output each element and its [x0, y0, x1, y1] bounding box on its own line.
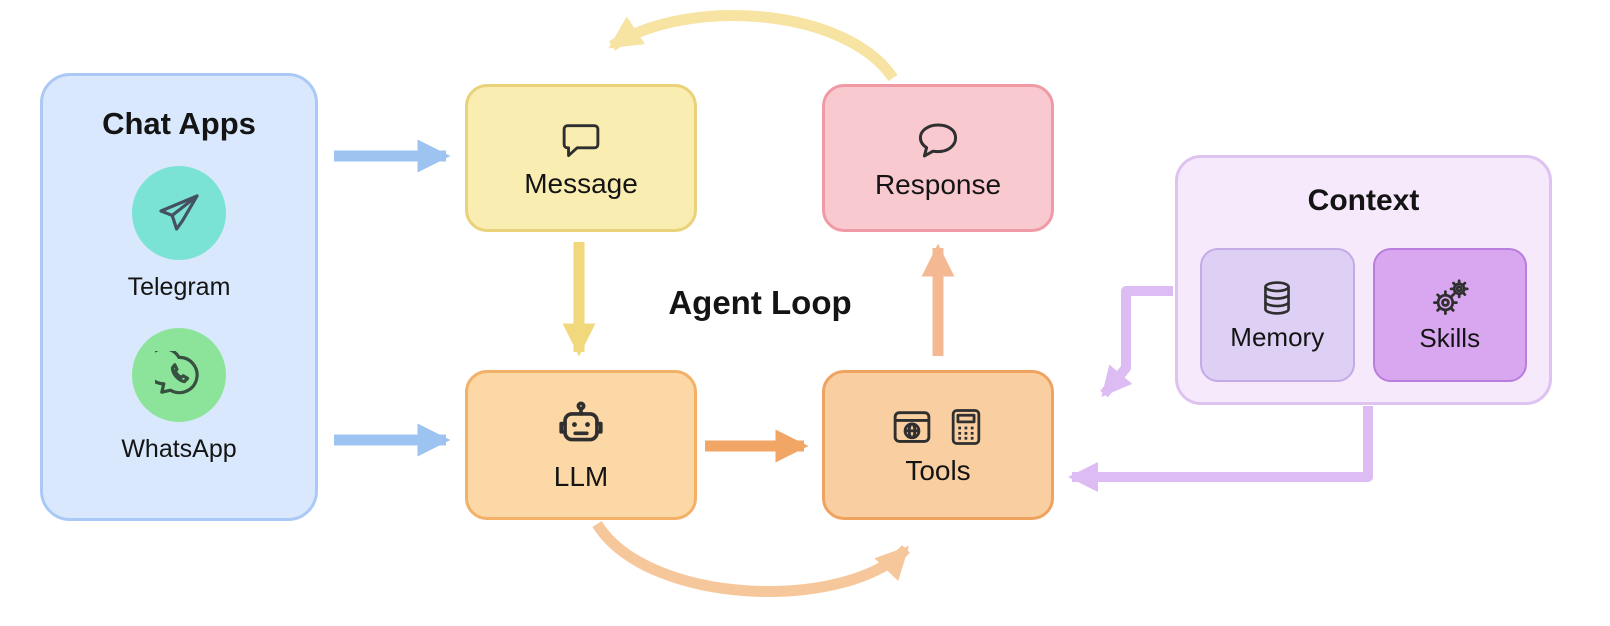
- context-items: Memory: [1200, 248, 1527, 382]
- tools-label: Tools: [905, 454, 971, 486]
- telegram-label: Telegram: [127, 273, 231, 301]
- context-title: Context: [1307, 184, 1420, 217]
- robot-icon: [559, 401, 603, 441]
- arrow-context-to-tools-right: [1067, 406, 1373, 492]
- response-node: Response: [822, 84, 1054, 232]
- arrow-llm-to-tools-curve: [592, 520, 910, 597]
- whatsapp-badge: [132, 328, 226, 422]
- skills-label: Skills: [1419, 323, 1481, 353]
- browser-icon: [893, 410, 930, 443]
- response-label: Response: [874, 168, 1002, 200]
- llm-label: LLM: [553, 460, 609, 492]
- skills-node: Skills: [1372, 248, 1527, 382]
- message-label: Message: [524, 167, 638, 199]
- tools-node: Tools: [822, 370, 1054, 520]
- gears-icon: [1432, 279, 1469, 315]
- arrow-context-to-tools-top: [1100, 286, 1173, 398]
- chat-apps-title: Chat Apps: [102, 106, 256, 141]
- speech-bubble-square-icon: [562, 123, 600, 157]
- calculator-icon: [951, 408, 980, 445]
- tools-icons: [889, 404, 988, 450]
- agent-loop-title: Agent Loop: [668, 284, 852, 321]
- message-node: Message: [465, 84, 697, 232]
- context-panel: Context Memory: [1175, 155, 1552, 405]
- arrow-response-to-message-curve: [608, 10, 898, 82]
- telegram-icon: [159, 194, 199, 231]
- database-icon: [1264, 281, 1291, 315]
- memory-node: Memory: [1200, 248, 1355, 382]
- whatsapp-label: WhatsApp: [121, 435, 237, 463]
- whatsapp-icon: [155, 351, 199, 395]
- llm-node: LLM: [465, 370, 697, 520]
- telegram-badge: [132, 166, 226, 260]
- memory-label: Memory: [1230, 322, 1325, 352]
- speech-bubble-round-icon: [918, 123, 958, 157]
- chat-apps-panel: Chat Apps Telegram WhatsApp: [40, 73, 318, 521]
